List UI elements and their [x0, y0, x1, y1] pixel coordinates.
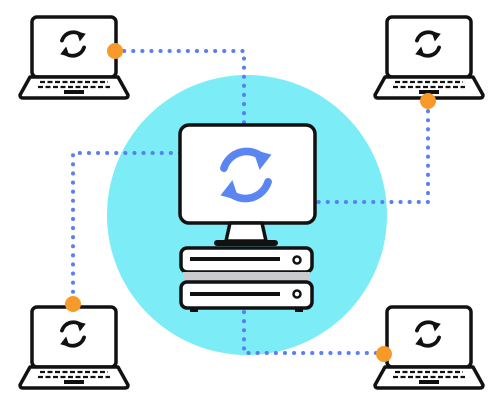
- connector-dot-bottom-left: [65, 296, 81, 312]
- link-bottom-left: [71, 151, 182, 305]
- laptop-touchpad: [419, 380, 439, 384]
- laptop-touchpad: [64, 90, 84, 94]
- server-divider: [183, 272, 310, 281]
- laptop-keyboard-base: [18, 365, 130, 390]
- monitor-frame: [178, 123, 317, 225]
- link-top-left: [113, 49, 246, 127]
- laptop-touchpad: [419, 90, 439, 94]
- laptop-keyboard-base: [373, 365, 485, 390]
- connector-dot-top-right: [420, 93, 436, 109]
- laptop-bottom-right: [373, 305, 485, 390]
- central-computer: [178, 123, 317, 312]
- laptop-keyboard-base: [18, 75, 130, 100]
- server-unit-top: [179, 246, 314, 274]
- laptop-screen: [30, 305, 118, 369]
- laptop-screen: [30, 15, 118, 79]
- laptop-screen: [385, 15, 473, 79]
- laptop-touchpad: [64, 380, 84, 384]
- monitor-stand: [224, 221, 268, 243]
- link-top-right: [314, 100, 430, 204]
- connector-dot-top-left: [107, 43, 123, 59]
- link-lines: [71, 49, 430, 355]
- connector-dot-bottom-right: [376, 346, 392, 362]
- monitor-base: [214, 240, 278, 246]
- laptop-top-right: [373, 15, 485, 100]
- connector-dots: [65, 43, 436, 362]
- laptop-screen: [385, 305, 473, 369]
- laptop-bottom-left: [18, 305, 130, 390]
- server-unit-bottom: [179, 280, 314, 312]
